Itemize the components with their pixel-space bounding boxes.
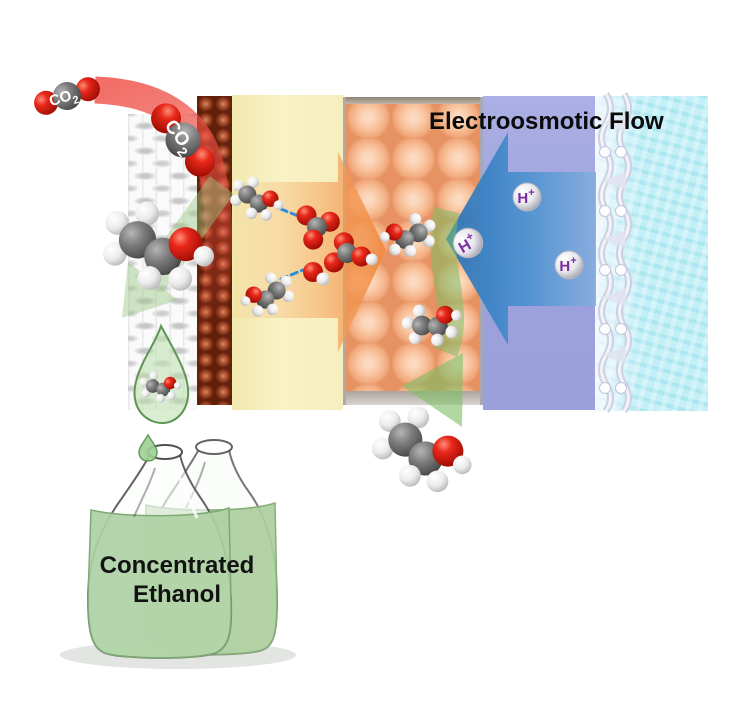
droplet-icon bbox=[138, 433, 158, 462]
polymer-chain-highlight bbox=[618, 93, 630, 412]
proton-icon bbox=[554, 250, 584, 280]
concentrated-ethanol-label: Concentrated Ethanol bbox=[62, 551, 292, 609]
bottle-rim bbox=[195, 439, 233, 455]
droplet-icon bbox=[133, 323, 190, 424]
polymer-node-connectors bbox=[602, 114, 626, 364]
hydrogen-bond-icon bbox=[279, 207, 305, 220]
ethanol-bottles bbox=[60, 433, 296, 669]
polymer-chain-highlight bbox=[600, 93, 612, 412]
bottle-label-line1: Concentrated bbox=[99, 552, 255, 579]
polymer-chains bbox=[598, 92, 632, 413]
polymer-node-beads bbox=[599, 146, 627, 394]
bottle-label-line2: Ethanol bbox=[133, 581, 221, 608]
ethanol-droplet bbox=[133, 323, 190, 424]
proton-icon bbox=[512, 182, 542, 212]
bottle-liquid bbox=[87, 506, 232, 659]
electroosmotic-arrow-icon bbox=[446, 132, 596, 345]
co2-molecule-icon bbox=[30, 72, 104, 120]
electroosmotic-flow-label: Electroosmotic Flow bbox=[429, 108, 664, 135]
bottle-icon bbox=[86, 444, 233, 659]
membrane-cap-top bbox=[346, 97, 480, 104]
ethanol-molecule-icon bbox=[376, 206, 440, 264]
co2-feed-arrow-icon bbox=[94, 76, 233, 336]
